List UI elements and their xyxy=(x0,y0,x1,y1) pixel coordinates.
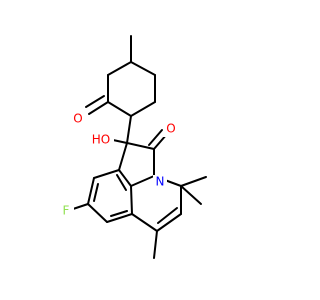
label-mask xyxy=(88,132,114,148)
background xyxy=(0,0,300,300)
bond xyxy=(130,175,155,187)
bond xyxy=(180,176,207,187)
bond xyxy=(110,210,128,217)
bond xyxy=(157,207,178,224)
bonds xyxy=(69,35,207,259)
label-mask xyxy=(163,123,179,137)
lactam-oxygen-label: O xyxy=(166,122,175,136)
bond xyxy=(180,185,202,205)
bond xyxy=(130,101,156,117)
bond xyxy=(118,142,128,171)
bond xyxy=(88,101,109,115)
bond xyxy=(87,177,95,205)
bond xyxy=(93,169,120,179)
label-mask xyxy=(153,175,167,189)
label-mask xyxy=(72,111,88,125)
bond xyxy=(85,95,105,108)
fluorine-label: F xyxy=(63,204,70,218)
bond xyxy=(116,174,127,191)
bond xyxy=(148,129,163,146)
bond xyxy=(153,230,158,259)
bond xyxy=(126,115,132,144)
bond xyxy=(126,142,155,150)
bond xyxy=(93,183,99,202)
label-mask xyxy=(60,204,74,218)
bond xyxy=(156,213,182,232)
bond xyxy=(87,203,108,223)
ketone-oxygen-label: O xyxy=(73,112,82,126)
hydroxyl-label: HO xyxy=(92,133,110,147)
atom-labels: O O HO N F xyxy=(60,111,179,218)
bond xyxy=(106,213,133,223)
bond xyxy=(131,213,158,232)
molecule-structure: O O HO N F xyxy=(0,0,300,300)
nitrogen-label: N xyxy=(156,175,165,189)
bond xyxy=(130,61,156,76)
bond xyxy=(130,185,133,215)
bond xyxy=(107,101,132,117)
bond xyxy=(107,61,132,76)
bond xyxy=(112,139,128,144)
bond xyxy=(118,169,132,187)
